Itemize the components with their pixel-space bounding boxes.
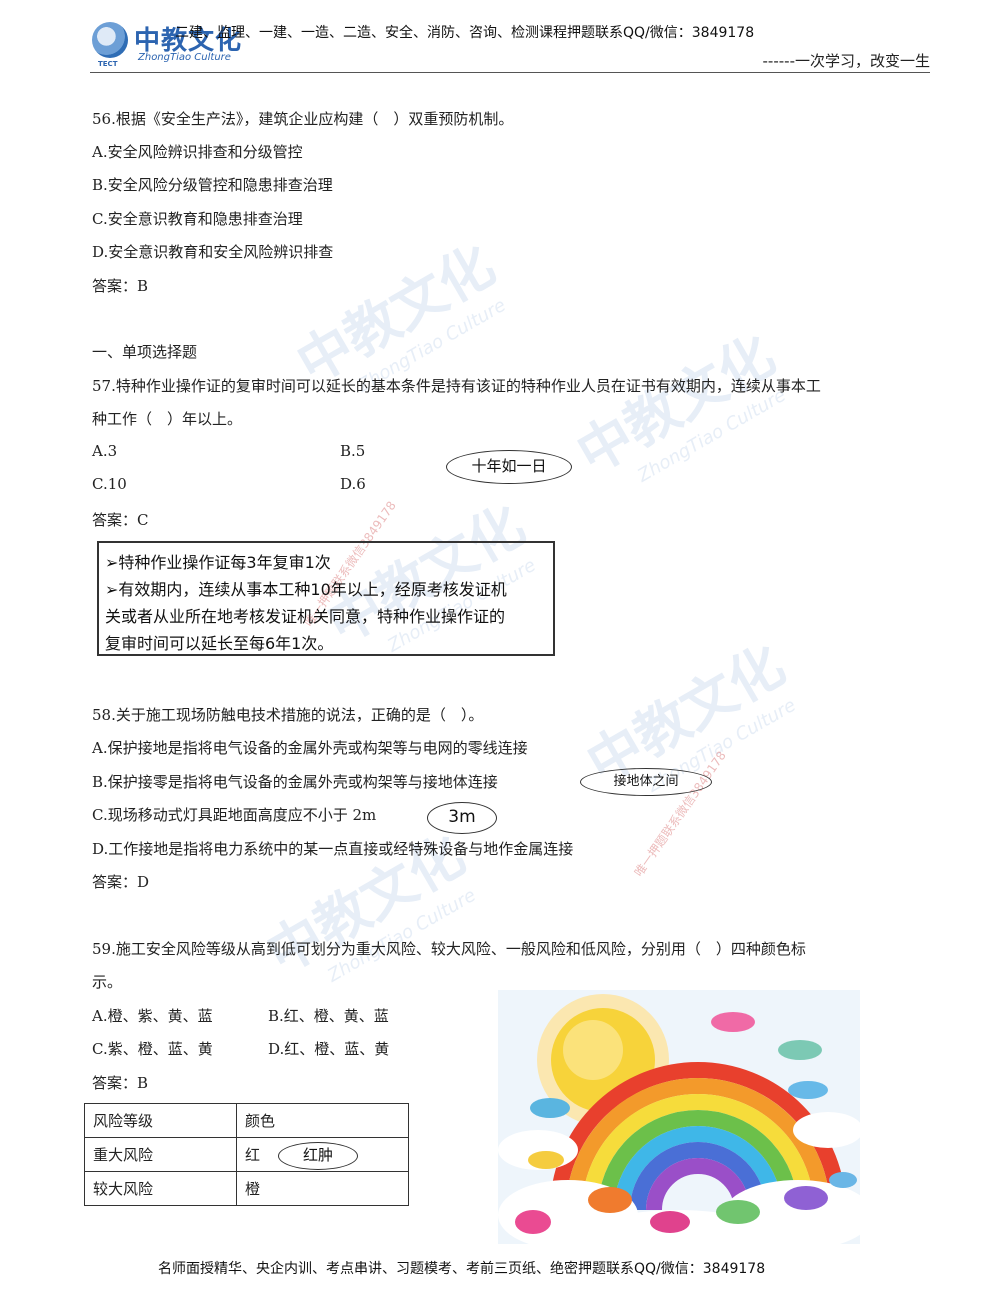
q56-option-b: B.安全风险分级管控和隐患排查治理 — [92, 176, 333, 194]
risk-color-table: 风险等级 颜色 重大风险 红 较大风险 橙 — [84, 1103, 409, 1206]
note-line: 复审时间可以延长至每6年1次。 — [105, 634, 334, 653]
q58-option-b: B.保护接零是指将电气设备的金属外壳或构架等与接地体连接 — [92, 773, 498, 791]
q56-answer: 答案：B — [92, 277, 149, 295]
table-header-cell: 颜色 — [236, 1103, 409, 1138]
q57-option-d: D.6 — [340, 475, 366, 493]
q57-answer: 答案：C — [92, 511, 149, 529]
q56-option-c: C.安全意识教育和隐患排查治理 — [92, 210, 303, 228]
note-line: ➢特种作业操作证每3年复审1次 — [105, 553, 331, 572]
q59-answer: 答案：B — [92, 1074, 149, 1092]
q59-option-c: C.紫、橙、蓝、黄 — [92, 1040, 213, 1058]
q57-option-a: A.3 — [92, 442, 118, 460]
q56-stem: 56.根据《安全生产法》，建筑企业应构建（ ）双重预防机制。 — [92, 110, 514, 128]
q56-option-d: D.安全意识教育和安全风险辨识排查 — [92, 243, 334, 261]
q58-option-d: D.工作接地是指将电力系统中的某一点直接或经特殊设备与地作金属连接 — [92, 840, 574, 858]
rainbow-illustration — [498, 990, 860, 1244]
globe-logo-icon — [92, 22, 128, 58]
brand-logo: 中教文化 ZhongTiao Culture TECT — [90, 18, 250, 70]
q58-hint-oval-c: 3m — [427, 802, 497, 834]
table-header-cell: 风险等级 — [84, 1103, 237, 1138]
q57-option-c: C.10 — [92, 475, 127, 493]
table-row: 重大风险 红 — [84, 1137, 409, 1172]
logo-tag: TECT — [98, 60, 118, 68]
q59-stem-line1: 59.施工安全风险等级从高到低可划分为重大风险、较大风险、一般风险和低风险，分别… — [92, 940, 806, 958]
header-slogan: ------一次学习，改变一生 — [762, 52, 930, 70]
table-cell: 重大风险 — [84, 1137, 237, 1172]
q59-option-a: A.橙、紫、黄、蓝 — [92, 1007, 213, 1025]
section-title: 一、单项选择题 — [92, 343, 198, 361]
header-contact-line: 二建、监理、一建、一造、二造、安全、消防、咨询、检测课程押题联系QQ/微信：38… — [175, 25, 755, 41]
q56-option-a: A.安全风险辨识排查和分级管控 — [92, 143, 303, 161]
q57-hint-oval: 十年如一日 — [446, 450, 572, 484]
table-cell: 较大风险 — [84, 1171, 237, 1206]
note-line: ➢有效期内，连续从事本工种10年以上，经原考核发证机 — [105, 580, 507, 599]
logo-chinese: 中教文化 — [134, 26, 243, 56]
q58-option-a: A.保护接地是指将电气设备的金属外壳或构架等与电网的零线连接 — [92, 739, 528, 757]
note-line: 关或者从业所在地考核发证机关同意，特种作业操作证的 — [105, 607, 506, 626]
table-cell: 橙 — [236, 1171, 409, 1206]
q58-answer: 答案：D — [92, 873, 150, 891]
q58-option-c: C.现场移动式灯具距地面高度应不小于 2m — [92, 806, 377, 824]
q59-option-d: D.红、橙、蓝、黄 — [268, 1040, 390, 1058]
footer-contact-line: 名师面授精华、央企内训、考点串讲、习题模考、考前三页纸、绝密押题联系QQ/微信：… — [158, 1261, 766, 1277]
q57-stem-line1: 57.特种作业操作证的复审时间可以延长的基本条件是持有该证的特种作业人员在证书有… — [92, 377, 821, 395]
q59-stem-line2: 示。 — [92, 973, 123, 991]
q57-stem-line2: 种工作（ ）年以上。 — [92, 410, 243, 428]
q58-stem: 58.关于施工现场防触电技术措施的说法，正确的是（ ）。 — [92, 706, 484, 724]
q58-hint-oval-b: 接地体之间 — [580, 768, 712, 796]
header-divider — [90, 72, 930, 73]
q59-hint-oval: 红肿 — [278, 1142, 358, 1170]
q59-option-b: B.红、橙、黄、蓝 — [268, 1007, 389, 1025]
logo-english: ZhongTiao Culture — [138, 52, 231, 63]
rainbow-sun-clouds-icon — [498, 994, 860, 1244]
table-row: 较大风险 橙 — [84, 1171, 409, 1206]
q57-note-box: ➢特种作业操作证每3年复审1次 ➢有效期内，连续从事本工种10年以上，经原考核发… — [97, 541, 555, 656]
q57-option-b: B.5 — [340, 442, 366, 460]
table-row: 风险等级 颜色 — [84, 1103, 409, 1138]
